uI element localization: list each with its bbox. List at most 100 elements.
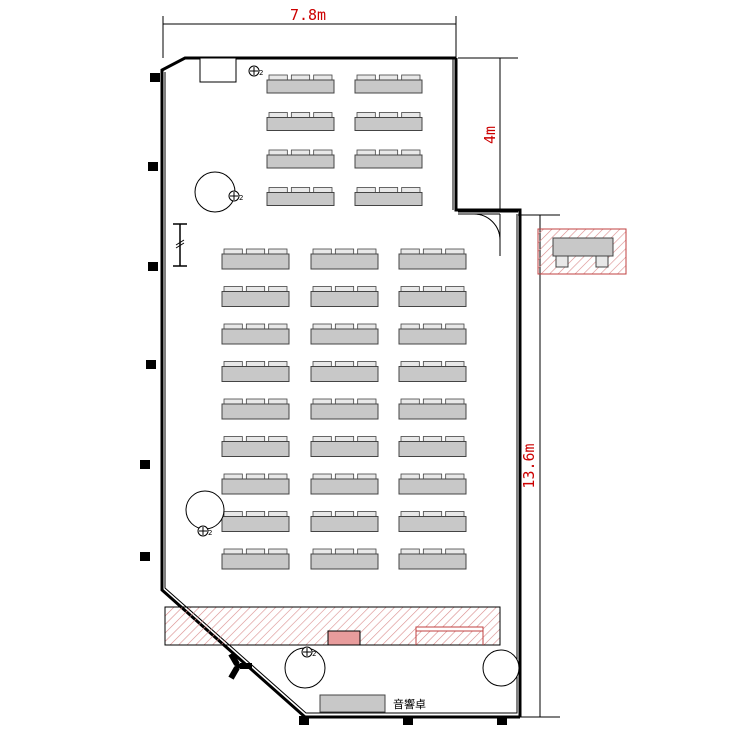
microphone-label: 2	[259, 69, 263, 77]
table-with-chairs	[398, 248, 467, 270]
table	[398, 403, 467, 420]
table	[398, 253, 467, 270]
stage-table	[415, 626, 484, 632]
table	[354, 117, 423, 131]
microphone-icon: 2	[301, 646, 316, 658]
table-with-chairs	[221, 361, 290, 382]
table-with-chairs	[221, 511, 290, 532]
table-with-chairs	[310, 286, 379, 307]
table-with-chairs	[398, 398, 467, 420]
dimension-depth: 4m	[458, 57, 518, 213]
pillars	[185, 171, 520, 689]
table-with-chairs	[398, 361, 467, 382]
room-walls	[160, 56, 522, 719]
table	[310, 328, 379, 345]
pillar-right	[482, 649, 520, 687]
wall-niche	[199, 57, 237, 83]
table-with-chairs	[266, 187, 335, 206]
microphone-label: 2	[239, 194, 243, 202]
microphone-label: 2	[208, 529, 212, 537]
table	[398, 366, 467, 382]
table	[398, 553, 467, 570]
table	[398, 291, 467, 307]
stage-area	[164, 606, 501, 646]
table-with-chairs	[266, 74, 335, 94]
dimension-length-label: 13.6m	[520, 443, 538, 488]
table	[310, 253, 379, 270]
pillar-upper	[194, 171, 236, 213]
table-with-chairs	[354, 187, 423, 206]
microphone-label: 2	[312, 650, 316, 658]
table	[266, 117, 335, 131]
sound-desk: 音響卓	[319, 694, 426, 713]
table-with-chairs	[398, 323, 467, 345]
microphone-icon: 2	[248, 65, 263, 77]
table-with-chairs	[221, 548, 290, 570]
table-with-chairs	[221, 436, 290, 457]
dimension-width: 7.8m	[162, 6, 457, 58]
table	[354, 192, 423, 206]
table	[354, 79, 423, 94]
table	[266, 79, 335, 94]
table	[310, 516, 379, 532]
table	[310, 366, 379, 382]
table-with-chairs	[310, 248, 379, 270]
table	[310, 403, 379, 420]
table-with-chairs	[221, 398, 290, 420]
dimension-depth-label: 4m	[481, 126, 499, 144]
table-with-chairs	[398, 436, 467, 457]
table	[310, 441, 379, 457]
sound-desk-label: 音響卓	[393, 697, 426, 711]
table-with-chairs	[398, 286, 467, 307]
table	[354, 154, 423, 169]
microphone-group: 2 2 2 2	[197, 65, 316, 658]
table-with-chairs	[266, 149, 335, 169]
table-with-chairs	[310, 436, 379, 457]
entrance-door[interactable]	[458, 213, 501, 256]
table-with-chairs	[354, 149, 423, 169]
table-with-chairs	[221, 248, 290, 270]
table	[398, 516, 467, 532]
table	[221, 478, 290, 495]
side-table-detail	[537, 228, 627, 275]
table-with-chairs	[398, 511, 467, 532]
table	[221, 403, 290, 420]
table-with-chairs	[221, 323, 290, 345]
table-with-chairs	[398, 548, 467, 570]
table-with-chairs	[310, 511, 379, 532]
table-with-chairs	[310, 473, 379, 495]
table	[310, 553, 379, 570]
table	[310, 478, 379, 495]
speaker-icon	[228, 652, 252, 680]
column-marks	[140, 73, 507, 725]
table	[221, 328, 290, 345]
table-with-chairs	[354, 74, 423, 94]
table-with-chairs	[310, 323, 379, 345]
table	[398, 328, 467, 345]
table-with-chairs	[354, 112, 423, 131]
table-with-chairs	[221, 473, 290, 495]
table-with-chairs	[398, 473, 467, 495]
table	[221, 253, 290, 270]
table	[266, 192, 335, 206]
table	[221, 366, 290, 382]
table	[266, 154, 335, 169]
stage-lectern	[327, 630, 361, 646]
microphone-icon: 2	[197, 525, 212, 537]
dimension-width-label: 7.8m	[290, 6, 326, 24]
table-with-chairs	[310, 548, 379, 570]
table	[310, 291, 379, 307]
table-with-chairs	[310, 398, 379, 420]
table-with-chairs	[221, 286, 290, 307]
table	[221, 441, 290, 457]
pillar-lower-left	[185, 490, 225, 530]
table	[398, 478, 467, 495]
table	[221, 516, 290, 532]
table	[221, 291, 290, 307]
table	[221, 553, 290, 570]
table	[398, 441, 467, 457]
microphone-icon: 2	[228, 190, 243, 202]
table-with-chairs	[266, 112, 335, 131]
table-with-chairs	[310, 361, 379, 382]
